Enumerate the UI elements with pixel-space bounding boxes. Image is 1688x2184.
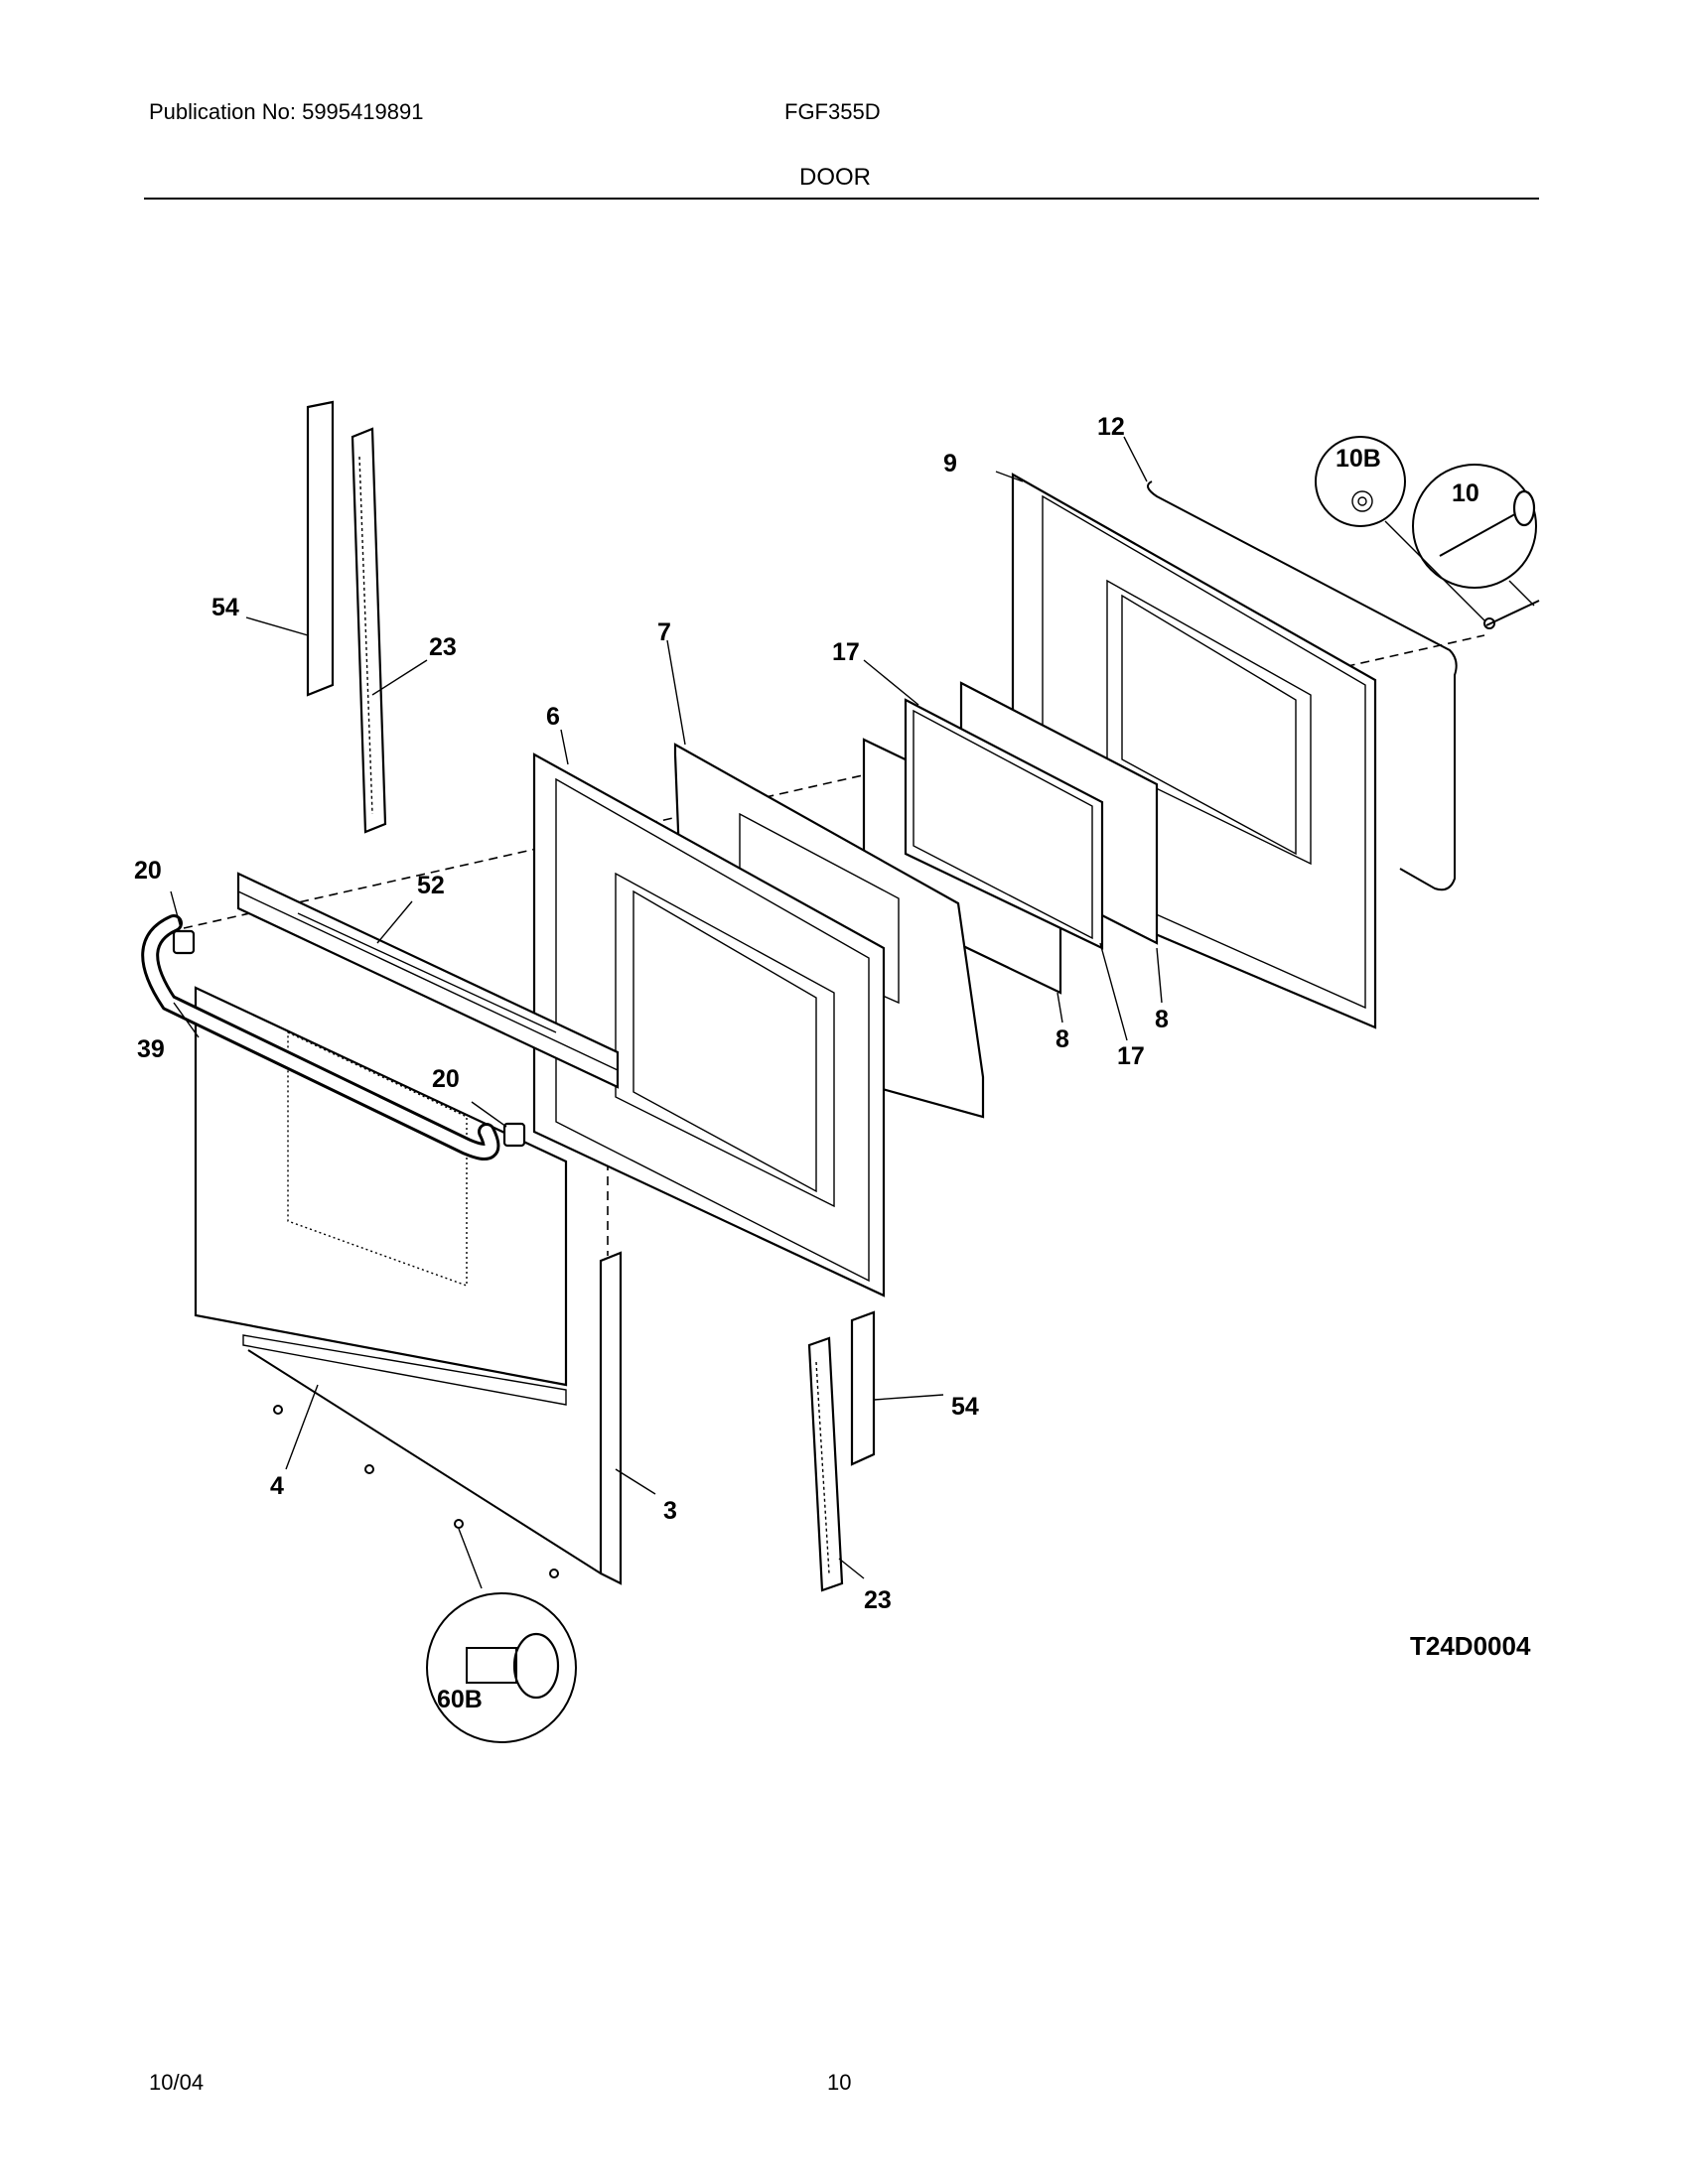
callout-39: 39 — [137, 1035, 165, 1063]
part-54-hinge-cover-top — [306, 400, 335, 697]
section-title: DOOR — [799, 164, 871, 191]
model-number: FGF355D — [784, 99, 881, 124]
callout-17-bottom: 17 — [1117, 1042, 1145, 1070]
part-12-gasket — [1147, 480, 1458, 891]
callout-20-mid: 20 — [432, 1065, 460, 1093]
part-23-hinge-top — [351, 427, 387, 834]
leader-lines — [170, 436, 1163, 1579]
publication-number: Publication No: 5995419891 — [149, 99, 424, 124]
callout-6: 6 — [546, 703, 560, 731]
diagram-code: T24D0004 — [1410, 1631, 1531, 1661]
callout-54-top: 54 — [211, 594, 239, 621]
footer-page-number: 10 — [827, 2070, 852, 2095]
callout-60b: 60B — [437, 1686, 483, 1713]
part-4-outer-panel — [194, 986, 568, 1406]
callout-8-left: 8 — [1055, 1025, 1069, 1053]
callout-4: 4 — [270, 1472, 284, 1500]
part-54-hinge-cover-bottom — [850, 1310, 876, 1466]
callout-54-bottom: 54 — [951, 1393, 979, 1421]
part-10-detail-circle — [1412, 464, 1537, 607]
callout-9: 9 — [943, 450, 957, 478]
callout-23-top: 23 — [429, 633, 457, 661]
header-rule — [144, 198, 1539, 200]
callout-17-top: 17 — [832, 638, 860, 666]
callout-10b: 10B — [1336, 445, 1381, 473]
part-10-screw — [1483, 600, 1540, 629]
part-6-inner-panel — [532, 752, 886, 1297]
part-23-hinge-bottom — [807, 1336, 844, 1592]
callout-8-right: 8 — [1155, 1006, 1169, 1033]
part-60b-detail-circle — [426, 1528, 577, 1743]
bottom-screws — [273, 1405, 559, 1578]
footer-date: 10/04 — [149, 2070, 205, 2095]
callout-7: 7 — [657, 618, 671, 646]
part-20-end-cap-right — [502, 1122, 526, 1148]
part-20-end-cap-left — [172, 929, 196, 955]
callout-52: 52 — [417, 872, 445, 899]
part-3-bottom-trim — [247, 1349, 602, 1574]
callout-20-left: 20 — [134, 857, 162, 885]
part-3-side-trim — [599, 1251, 623, 1585]
callout-3: 3 — [663, 1497, 677, 1525]
callout-23-bottom: 23 — [864, 1586, 892, 1614]
callout-10: 10 — [1452, 479, 1479, 507]
callout-12: 12 — [1097, 413, 1125, 441]
part-10b-detail-circle — [1315, 436, 1485, 621]
part-52-top-trim — [236, 872, 620, 1089]
